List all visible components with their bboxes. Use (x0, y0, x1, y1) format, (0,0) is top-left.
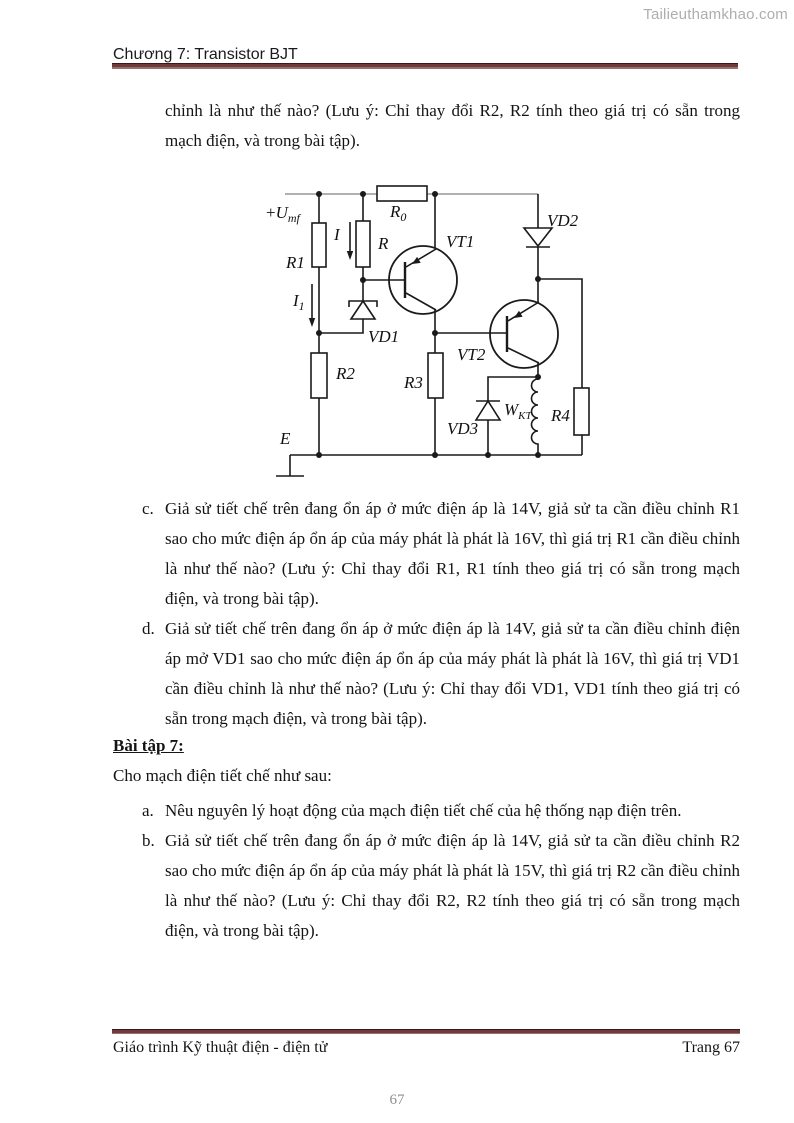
label-R: R (377, 234, 389, 253)
resistor-R3 (427, 352, 444, 399)
label-I: I (333, 225, 341, 244)
resistor-R4 (573, 387, 590, 436)
exercise-heading: Bài tập 7: (113, 736, 184, 755)
label-VD3: VD3 (447, 419, 478, 438)
transistor-VT1 (388, 245, 458, 315)
label-E: E (279, 429, 291, 448)
page-number: 67 (389, 1092, 405, 1108)
watermark: Tailieuthamkhao.com (643, 6, 788, 23)
label-VD2: VD2 (547, 211, 579, 230)
resistor-R1 (311, 222, 327, 268)
label-R1: R1 (285, 253, 305, 272)
junction-dots (316, 191, 541, 458)
footer-book-title: Giáo trình Kỹ thuật điện - điện tử (113, 1039, 328, 1056)
ground-symbol (276, 455, 304, 477)
circuit-wires (290, 194, 583, 456)
resistor-R0 (376, 185, 428, 202)
current-arrow-I1 (308, 284, 316, 327)
label-VT1: VT1 (446, 232, 474, 251)
list-marker: b. (142, 831, 155, 850)
diode-VD2 (522, 227, 554, 248)
chapter-header-title: Chương 7: Transistor BJT (113, 46, 298, 63)
list-item-text: Nêu nguyên lý hoạt động của mạch điện ti… (165, 801, 682, 820)
resistor-R2 (310, 352, 328, 399)
header-rule (112, 63, 738, 69)
list-item-text: Giả sử tiết chế trên đang ổn áp ở mức đi… (165, 831, 740, 940)
list-item-text: Giả sử tiết chế trên đang ổn áp ở mức đi… (165, 619, 740, 728)
list-marker: a. (142, 801, 154, 820)
zener-diode-VD1 (348, 299, 378, 320)
label-R3: R3 (403, 373, 423, 392)
list-item-b: b. Giả sử tiết chế trên đang ổn áp ở mức… (142, 826, 740, 946)
list-item-a: a. Nêu nguyên lý hoạt động của mạch điện… (142, 796, 740, 826)
transistor-VT2 (489, 299, 559, 369)
list-item-d: d. Giả sử tiết chế trên đang ổn áp ở mức… (142, 614, 740, 734)
list-item-text: Giả sử tiết chế trên đang ổn áp ở mức đi… (165, 499, 740, 608)
label-WKT: WKT (504, 400, 533, 422)
list-marker: d. (142, 619, 155, 638)
vt2-emitter-arrow (514, 310, 523, 318)
list-item-c: c. Giả sử tiết chế trên đang ổn áp ở mức… (142, 494, 740, 614)
label-VT2: VT2 (457, 345, 486, 364)
label-umf: +Umf (266, 203, 302, 225)
continuation-paragraph: chỉnh là như thế nào? (Lưu ý: Chỉ thay đ… (165, 101, 740, 150)
vt1-emitter-arrow (412, 256, 421, 264)
label-I1: I1 (292, 291, 305, 313)
footer-rule (112, 1029, 740, 1034)
resistor-R (355, 220, 371, 268)
coil-WKT (530, 377, 539, 455)
list-marker: c. (142, 499, 154, 518)
label-R4: R4 (550, 406, 570, 425)
label-R0: R0 (389, 202, 406, 224)
exercise-intro: Cho mạch điện tiết chế như sau: (113, 766, 332, 785)
label-R2: R2 (335, 364, 355, 383)
label-VD1: VD1 (368, 327, 399, 346)
diode-VD3 (474, 399, 502, 421)
footer-page-label: Trang 67 (682, 1039, 740, 1056)
current-arrow-I (346, 222, 354, 260)
